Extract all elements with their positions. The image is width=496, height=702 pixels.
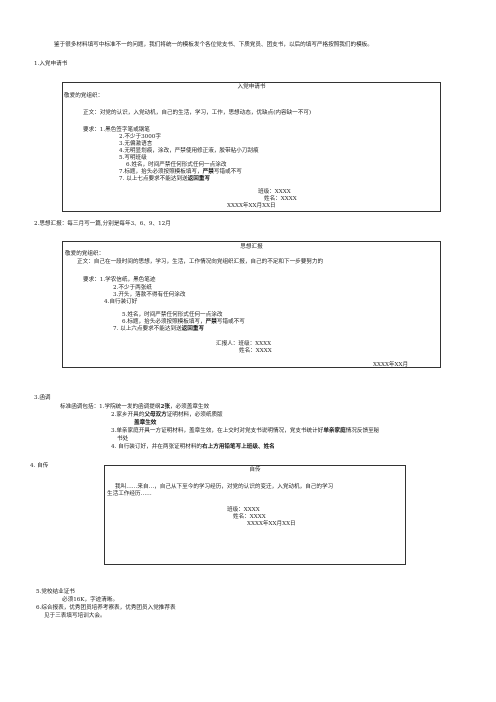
application-req-8: 7. 以上七点要求不能达到送返回重写 xyxy=(119,176,211,182)
application-body: 正文：对党的认识，入党动机，自己的生活，学习，工作，思想动态，优缺点(内容缺一不… xyxy=(83,110,312,116)
letter-item-2: 2.家乡开具的父母双方证明材料，必须纸质版 xyxy=(111,412,223,418)
autobiography-body-1: 我叫……来自…，自己从下至今的学习经历，对党的认识的变迁，入党动机，自己的学习 xyxy=(115,484,334,490)
section-4-heading: 4. 自传 xyxy=(30,463,49,469)
report-req-7: 7. 以上六点要求不能达到送返回重写 xyxy=(113,326,205,332)
thought-report-box: 思想汇报 敬爱的党组织： 正文：自己在一段时间的思想，学习，生活，工作情况向党组… xyxy=(62,241,441,368)
autobiography-date: XXXX年XX月XX日 xyxy=(247,521,296,527)
application-greeting: 敬爱的党组织： xyxy=(64,93,104,99)
application-req-2: 2.不少于3000字 xyxy=(119,134,161,140)
application-req-4: 4.无明显划痕，涂改，严禁使用修正液，胶带粘小刀刮痕 xyxy=(119,148,259,154)
autobiography-body-2: 生活工作经历…… xyxy=(107,491,152,497)
letter-item-4: 4. 自行装订好，并在两张证明材料的右上方用铅笔写上班级、姓名 xyxy=(111,444,275,450)
letter-item-3: 3.单亲家庭开具一方证明材料，盖章生效，在上交时对党支书说明情况，党支书统计好单… xyxy=(111,428,380,434)
report-req-1: 要求：1.学农信纸，黑色笔迹 xyxy=(83,277,156,283)
autobiography-class: 班级：XXXX xyxy=(227,507,260,513)
section-3-heading: 3.函调 xyxy=(34,395,51,401)
report-req-3: 3.开头，落款不得有任何涂改 xyxy=(113,292,186,298)
letter-item-3-cont: 书处 xyxy=(117,436,129,442)
section-1-heading: 1.入党申请书 xyxy=(34,61,68,67)
letter-item-1: 标准函调包括：1.学院统一发的函调提纲2张，必须盖章生效 xyxy=(60,404,210,410)
report-reporter: 汇报人：班级：XXXX xyxy=(216,341,272,347)
autobiography-box: 自传 我叫……来自…，自己从下至今的学习经历，对党的认识的变迁，入党动机，自己的… xyxy=(104,465,406,565)
section-6-detail: 见于三表填写培训大会。 xyxy=(44,613,106,619)
application-date: XXXX年XX月XX日 xyxy=(227,203,276,209)
application-name: 姓名：XXXX xyxy=(264,196,297,202)
section-6-heading: 6.综合报表，优秀团员培养考察表，优秀团员入党推荐表 xyxy=(36,605,176,611)
section-5-heading: 5.党校结业证书 xyxy=(36,589,75,595)
application-title: 入党申请书 xyxy=(237,84,266,90)
application-req-3: 3.无偏激语言 xyxy=(119,141,153,147)
report-req-2: 2.不少于两张纸 xyxy=(113,285,152,291)
report-req-5: 5.姓名，时间严禁任何形式任何一点涂改 xyxy=(122,312,223,318)
letter-item-2-stamp: 盖章生效 xyxy=(134,420,157,426)
autobiography-name: 姓名：XXXX xyxy=(233,514,266,520)
application-req-6: 6.姓名，时间严禁任何形式任何一点涂改 xyxy=(126,162,227,168)
report-date: XXXX年XX月 xyxy=(373,362,409,368)
intro-text: 鉴于很多材料填写中标准不一的问题，我们将统一的模板发个各位党支书、下质党员、团支… xyxy=(54,42,373,48)
application-letter-box: 入党申请书 敬爱的党组织： 正文：对党的认识，入党动机，自己的生活，学习，工作，… xyxy=(62,82,441,212)
report-req-4: 4.自行装订好 xyxy=(104,299,138,305)
application-req-1: 要求：1.黑色签字笔或钢笔 xyxy=(83,127,150,133)
application-class: 班级：XXXX xyxy=(258,189,291,195)
report-title: 思想汇报 xyxy=(240,244,263,250)
application-req-5: 5.写明班级 xyxy=(119,155,147,161)
section-5-detail: 必须16K，字迹清晰。 xyxy=(62,597,119,603)
report-greeting: 敬爱的党组织： xyxy=(65,251,105,257)
autobiography-title: 自传 xyxy=(249,467,261,473)
report-name: 姓名：XXXX xyxy=(239,348,272,354)
application-req-7: 7.标题，抬头必须按照模板填写，严禁写错或不写 xyxy=(119,169,242,175)
section-2-heading: 2.思想汇报：每三月写一篇,分别是每年3、6、9、12月 xyxy=(34,221,171,227)
report-body: 正文：自己在一段时间的思想，学习，生活，工作情况向党组织汇报，自己的不足和下一步… xyxy=(77,259,324,265)
report-req-6: 6.标题，抬头必须按照模板填写，严禁写错或不写 xyxy=(122,319,245,325)
